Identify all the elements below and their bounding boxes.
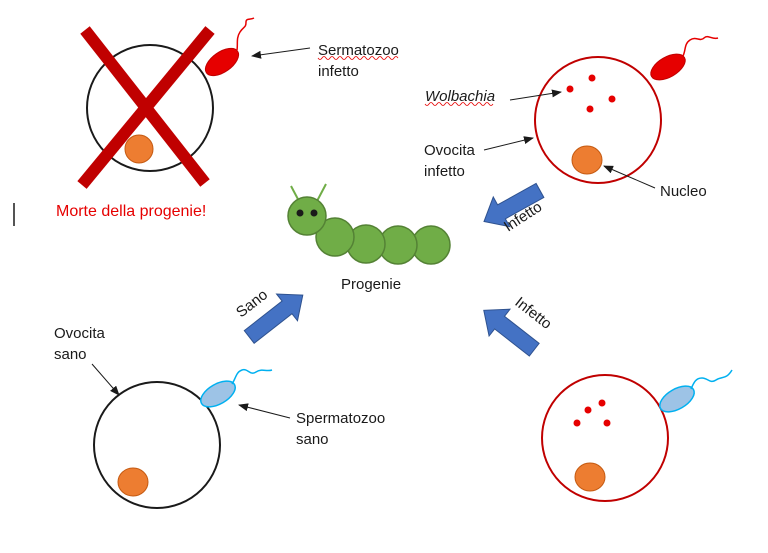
label-infected-egg-line1: Ovocita	[424, 142, 476, 159]
label-healthy-sperm-line1: Spermatozoo	[296, 410, 385, 427]
healthy-sperm-tail-bottom-left	[231, 368, 273, 385]
wolbachia-dot	[586, 105, 594, 113]
egg-top-right	[534, 56, 662, 184]
label-infected-sperm-line1: Sermatozoo	[318, 42, 399, 59]
top-right-group: Wolbachia Ovocita infetto Nucleo	[424, 35, 719, 200]
infected-sperm-head-top-left	[204, 47, 240, 77]
arrow-healthy	[243, 293, 304, 344]
healthy-sperm-tail-bottom-right	[690, 369, 733, 390]
label-nucleus: Nucleo	[660, 183, 707, 200]
eye	[310, 209, 318, 217]
spellcheck-squiggle	[424, 102, 494, 106]
bottom-right-group	[541, 369, 733, 502]
top-left-cross-group: Sermatozoo infetto Morte della progenie!	[13, 17, 399, 226]
pointer-infected-egg	[483, 136, 534, 151]
wolbachia-dot	[608, 95, 616, 103]
egg-bottom-right	[541, 374, 669, 502]
bottom-left-group: Ovocita sano Spermatozoo sano	[54, 325, 385, 509]
infected-sperm-tail-top-left	[236, 17, 255, 51]
label-infected-egg-line2: infetto	[424, 163, 465, 180]
healthy-sperm-head-bottom-right	[659, 385, 695, 413]
nucleus-bottom-left	[117, 467, 149, 497]
label-progeny: Progenie	[341, 276, 401, 293]
wolbachia-dot	[598, 399, 606, 407]
wolbachia-dot	[603, 419, 611, 427]
label-healthy-sperm-line2: sano	[296, 431, 329, 448]
pointer-infected-sperm	[251, 47, 311, 59]
label-infected-sperm-line2: infetto	[318, 63, 359, 80]
pointer-healthy-egg	[91, 363, 120, 396]
progeny-caterpillar: Progenie	[287, 183, 451, 293]
label-healthy-egg-line1: Ovocita	[54, 325, 106, 342]
body-segment	[315, 217, 355, 257]
block-arrow	[243, 293, 304, 344]
block-arrow	[483, 182, 545, 228]
pointer-healthy-sperm	[238, 403, 291, 419]
nucleus-bottom-right	[574, 462, 606, 492]
spellcheck-squiggle	[317, 56, 399, 60]
arrow-infected-bottom	[483, 308, 540, 357]
cross-line-2	[77, 26, 215, 189]
eye	[296, 209, 304, 217]
label-death: Morte della progenie!	[56, 203, 206, 220]
wolbachia-dot	[584, 406, 592, 414]
wolbachia-dot	[566, 85, 574, 93]
arrow-infected-top	[483, 182, 545, 228]
block-arrow	[483, 308, 540, 357]
nucleus-top-right	[571, 145, 603, 175]
caterpillar-head	[287, 196, 327, 236]
label-wolbachia: Wolbachia	[425, 88, 495, 105]
healthy-sperm-head-bottom-left	[200, 380, 236, 408]
label-healthy-egg-line2: sano	[54, 346, 87, 363]
nucleus-top-left	[124, 134, 154, 164]
infected-sperm-tail-top-right	[682, 35, 719, 57]
infected-sperm-head-top-right	[650, 53, 686, 81]
wolbachia-dot	[573, 419, 581, 427]
wolbachia-dot	[588, 74, 596, 82]
pointer-wolbachia	[509, 89, 562, 101]
pointer-nucleus	[603, 165, 656, 189]
